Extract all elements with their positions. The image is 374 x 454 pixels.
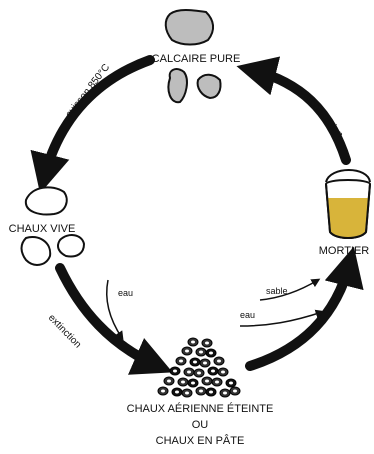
pile-pebble-hole [223,391,227,395]
eau-right-label: eau [240,310,255,320]
pile-pebble-hole [211,369,215,373]
pile-pebble-hole [203,361,207,365]
pile-pebble-hole [205,341,209,345]
chaux-vive-label: CHAUX VIVE [9,223,76,235]
pile-pebble-hole [161,389,165,393]
pile-pebble-hole [185,349,189,353]
pile-pebble-hole [199,389,203,393]
arrow-eau-left [106,279,124,341]
pile-pebble-hole [217,359,221,363]
pile-pebble-hole [179,359,183,363]
cuisson-label: cuisson 850°C [64,62,112,120]
carbonatation-label: carbonatation [298,87,345,141]
pile-pebble-hole [167,379,171,383]
chaux-eteinte-line-2: OU [192,419,209,431]
mortier-label: MORTIER [319,245,370,257]
pile-pebble-hole [209,351,213,355]
pile-pebble-hole [187,370,191,374]
arrow-extinction [55,263,173,375]
calcaire-stones-icon [164,9,222,104]
pile-pebble-hole [199,350,203,354]
chaux-eteinte-line-3: CHAUX EN PÂTE [156,434,245,447]
arrow-eau-right [239,309,325,327]
pile-pebble-hole [215,380,219,384]
pile-pebble-hole [209,390,213,394]
pile-pebble-hole [205,379,209,383]
arrow-carbonatation [236,56,351,165]
pile-pebble-hole [185,391,189,395]
pile-pebble-hole [181,380,185,384]
calcaire-label: CALCAIRE PURE [152,53,241,65]
pile-pebble-hole [233,389,237,393]
extinction-label: extinction [46,312,83,350]
pile-pebble-hole [229,381,233,385]
chaux-vive-stones-icon [20,186,86,266]
chaux-eteinte-line-1: CHAUX AÉRIENNE ÉTEINTE [127,402,274,415]
arrow-to-mortier [245,246,364,371]
chaux-eteinte-pile-icon [157,337,241,398]
pile-pebble-hole [173,369,177,373]
arrow-cuisson [30,55,155,194]
pile-pebble-hole [191,340,195,344]
pile-pebble-hole [193,360,197,364]
pile-pebble-hole [221,370,225,374]
mortier-bucket-icon [325,169,371,239]
pile-pebble-hole [175,390,179,394]
pile-pebble-hole [191,381,195,385]
arrow-sable [259,278,321,301]
sable-label: sable [266,286,288,296]
eau-left-label: eau [118,288,133,298]
pile-pebble-hole [197,371,201,375]
